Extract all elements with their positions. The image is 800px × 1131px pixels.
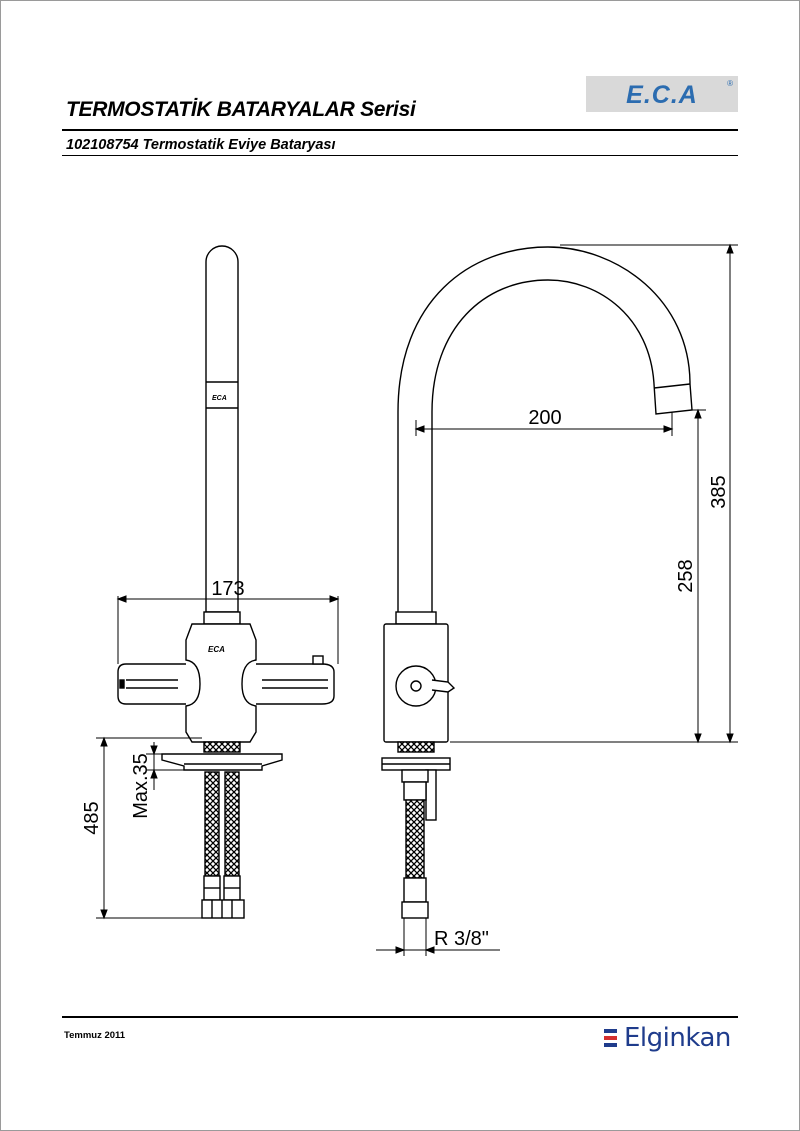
series-title: TERMOSTATİK BATARYALAR Serisi <box>66 98 416 121</box>
front-body-logo: ECA <box>208 645 225 654</box>
dim-max-thickness-label: Max.35 <box>130 753 152 819</box>
dim-height-label: 385 <box>708 475 730 508</box>
front-body <box>185 623 257 743</box>
front-nuts <box>201 899 245 919</box>
front-hose-left <box>204 771 220 877</box>
header-rule <box>62 129 738 131</box>
side-nut <box>401 901 429 919</box>
footer-date: Temmuz 2011 <box>64 1030 126 1041</box>
front-left-handle <box>117 663 186 705</box>
dim-reach-label: 200 <box>528 407 561 429</box>
front-spout <box>205 245 239 613</box>
eca-logo: E.C.A ® <box>586 76 738 112</box>
front-right-handle <box>256 663 335 705</box>
front-hose-right <box>224 771 240 877</box>
side-dimensions <box>376 243 738 956</box>
dim-width-label: 173 <box>211 578 244 600</box>
eca-logo-text: E.C.A <box>626 81 698 109</box>
dim-spout-height-label: 258 <box>675 559 697 592</box>
subheader-rule <box>62 155 738 156</box>
elginkan-mark-icon <box>604 1029 617 1049</box>
side-hose <box>405 799 425 879</box>
elginkan-brand-name: Elginkan <box>624 1023 731 1053</box>
dim-total-height-label: 485 <box>81 801 103 834</box>
front-spout-logo: ECA <box>212 395 227 402</box>
eca-logo-registered: ® <box>727 79 733 88</box>
side-knob <box>395 665 437 707</box>
front-base-plate <box>161 753 283 771</box>
side-view <box>381 246 693 919</box>
front-view: ECA ECA <box>117 245 335 919</box>
footer-rule <box>62 1016 738 1018</box>
front-dimensions <box>96 595 340 920</box>
elginkan-brand: Elginkan <box>604 1022 744 1058</box>
dim-thread-label: R 3/8" <box>434 928 489 950</box>
side-spout <box>397 246 693 614</box>
product-title: 102108754 Termostatik Eviye Bataryası <box>66 137 336 153</box>
